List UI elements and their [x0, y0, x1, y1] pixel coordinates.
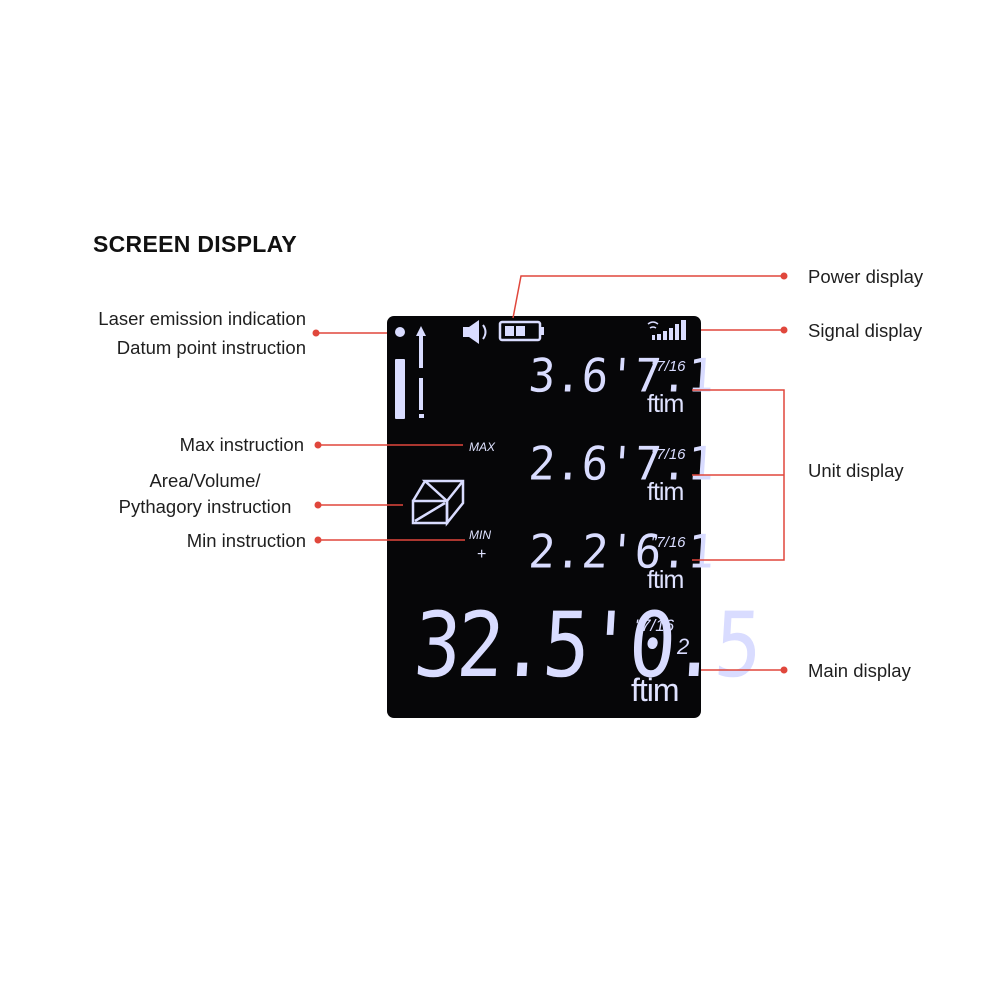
label-datum-point: Datum point instruction	[116, 337, 306, 358]
main-fraction: "7/16	[635, 616, 675, 635]
fraction-row-2: "7/16	[651, 446, 686, 463]
label-power: Power display	[808, 266, 924, 287]
label-area-line2: Pythagory instruction	[118, 496, 292, 517]
diagram-title: SCREEN DISPLAY	[93, 231, 298, 257]
lcd-icons	[395, 320, 686, 527]
signal-icon	[647, 320, 686, 340]
unit-row-2: ftim	[647, 478, 684, 506]
label-min: Min instruction	[186, 530, 306, 551]
label-unit: Unit display	[808, 460, 904, 481]
label-area-line1: Area/Volume/	[149, 470, 261, 491]
speaker-icon	[463, 320, 487, 344]
unit-row-3: ftim	[647, 566, 684, 594]
label-max: Max instruction	[179, 434, 304, 455]
label-laser-emission: Laser emission indication	[98, 308, 306, 329]
leader-power	[512, 275, 784, 319]
plus-sign: +	[477, 546, 487, 563]
main-unit: ftim	[631, 672, 680, 708]
unit-row-1: ftim	[647, 390, 684, 418]
lcd-screen: MAX MIN + 3.6'7.1 "7/16 ftim 2.6'7.1 "7/…	[387, 316, 761, 718]
main-subscript: 2	[677, 634, 690, 659]
label-main: Main display	[808, 660, 911, 681]
laser-datum-icon	[395, 326, 426, 419]
min-tag: MIN	[469, 528, 491, 542]
fraction-row-1: "7/16	[651, 358, 686, 375]
area-volume-icon	[411, 479, 465, 527]
battery-icon	[498, 320, 544, 342]
fraction-row-3: "7/16	[651, 534, 686, 551]
max-tag: MAX	[469, 440, 496, 454]
label-signal: Signal display	[808, 320, 923, 341]
